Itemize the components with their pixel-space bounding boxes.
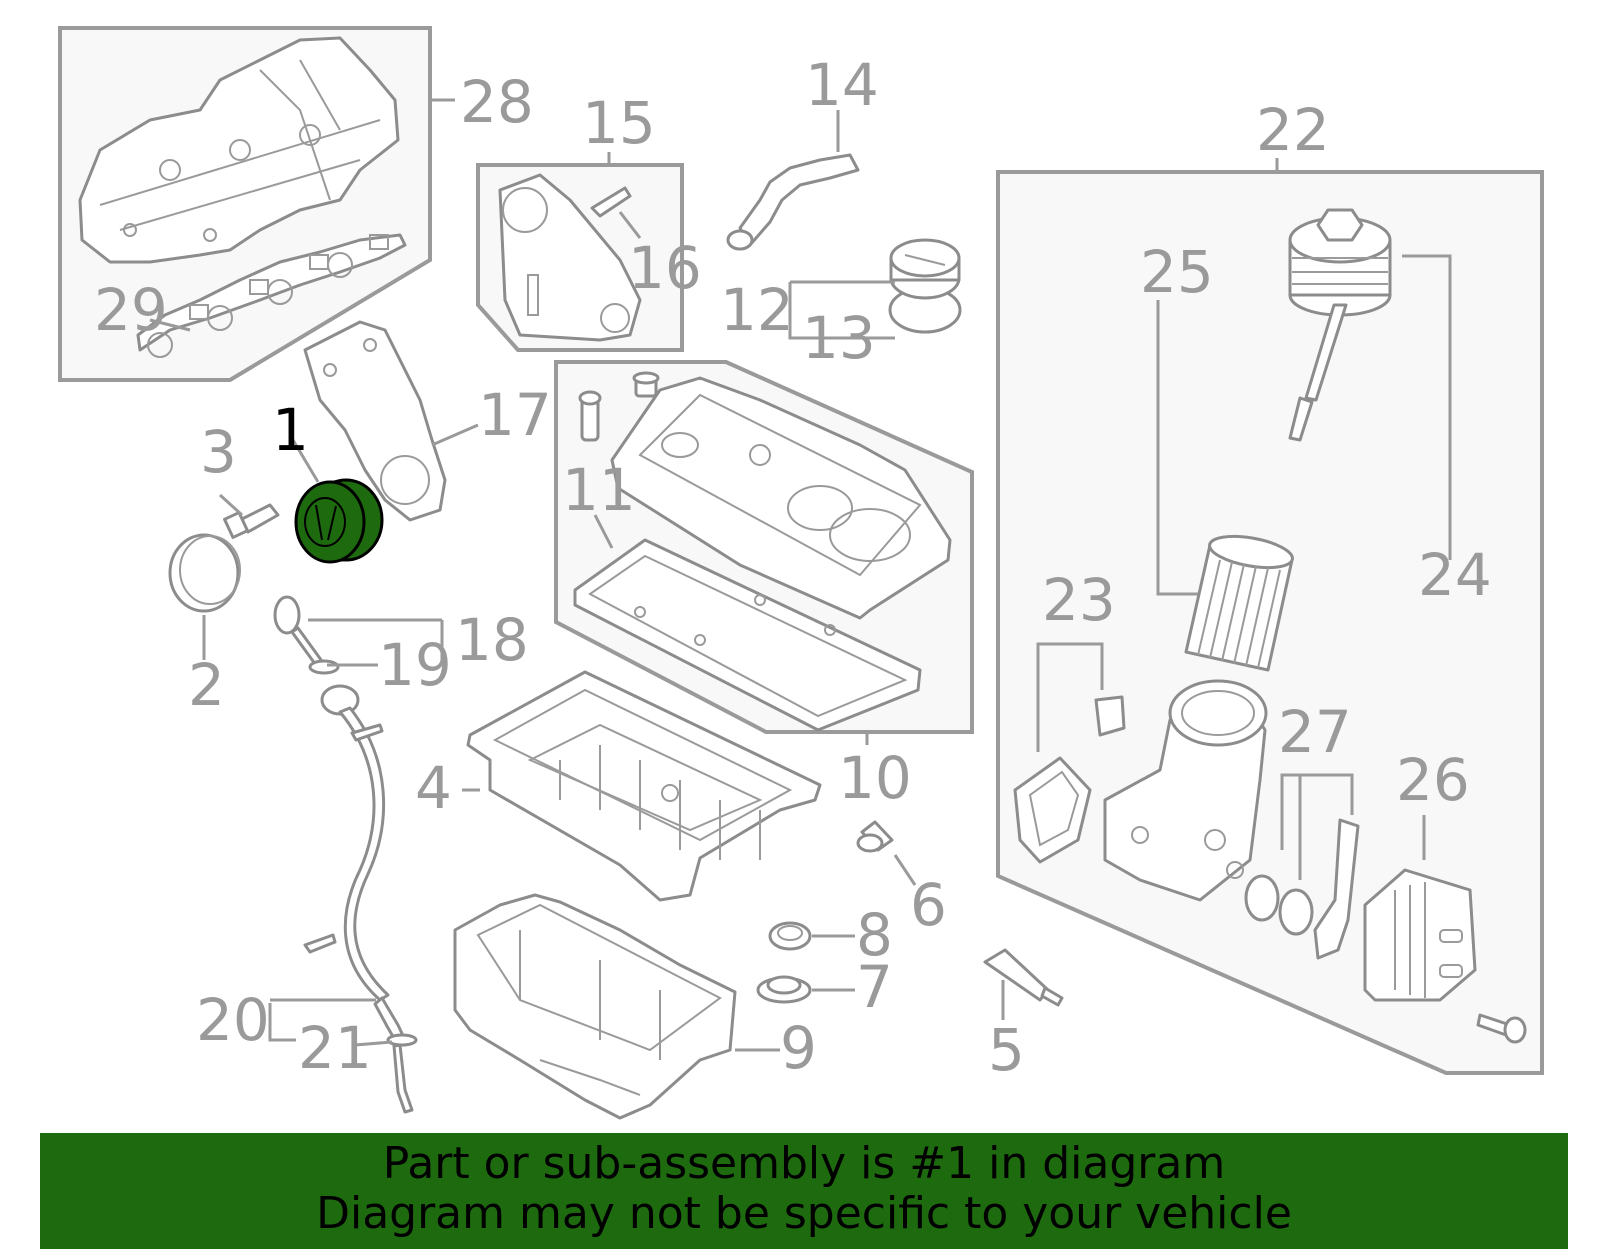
dipstick-tube-part — [273, 595, 418, 1114]
pulley-bolt-part — [223, 503, 280, 539]
callout-15: 15 — [582, 89, 656, 157]
callout-10: 10 — [838, 744, 912, 812]
callout-8: 8 — [856, 901, 893, 969]
callout-22: 22 — [1256, 96, 1330, 164]
callout-16: 16 — [628, 234, 702, 302]
oil-cooler-part — [1363, 868, 1477, 1002]
lower-timing-cover-part — [303, 320, 447, 522]
lower-oil-pan-part — [453, 893, 737, 1120]
oil-level-sensor-part — [756, 975, 812, 1004]
callout-12: 12 — [720, 276, 794, 344]
oil-filter-element-part — [1184, 534, 1294, 672]
callout-29: 29 — [94, 276, 168, 344]
callout-20: 20 — [196, 986, 270, 1054]
callout-28: 28 — [460, 68, 534, 136]
timing-clip-part — [590, 186, 632, 218]
leader-lines — [149, 98, 1452, 1052]
timing-cover-part — [498, 173, 642, 342]
injector-seal-part — [578, 390, 602, 442]
valve-cover-part — [610, 376, 952, 620]
callout-23: 23 — [1042, 566, 1116, 634]
crankshaft-pulley-part — [294, 478, 384, 564]
callout-11: 11 — [562, 456, 636, 524]
callout-19: 19 — [378, 631, 452, 699]
oil-filter-cap-part — [1288, 208, 1392, 442]
callout-17: 17 — [478, 381, 552, 449]
banner-line-1: Part or sub-assembly is #1 in diagram — [382, 1138, 1226, 1189]
callout-6: 6 — [910, 871, 947, 939]
seal-cap-part — [168, 533, 241, 613]
callout-9: 9 — [780, 1014, 817, 1082]
callout-24: 24 — [1418, 541, 1492, 609]
intake-gasket-part — [136, 233, 407, 358]
callout-7: 7 — [856, 953, 893, 1021]
upper-oil-pan-part — [466, 670, 822, 902]
cooler-bolt-part — [1476, 1013, 1527, 1044]
callout-5: 5 — [988, 1016, 1025, 1084]
drain-seal-part — [768, 921, 812, 951]
callout-27: 27 — [1278, 698, 1352, 766]
callout-14: 14 — [805, 51, 879, 119]
valve-cover-plug-part — [632, 371, 660, 398]
callout-26: 26 — [1396, 746, 1470, 814]
callout-13: 13 — [802, 304, 876, 372]
drain-plug-part — [856, 820, 894, 853]
o-ring-seals-part — [1244, 818, 1360, 960]
callout-1: 1 — [272, 396, 309, 464]
oil-filter-housing-part — [1103, 679, 1268, 902]
breather-hose-part — [726, 153, 860, 251]
housing-gasket-part — [1013, 695, 1126, 864]
callout-18: 18 — [455, 606, 529, 674]
intake-manifold-part — [78, 36, 400, 264]
callout-3: 3 — [200, 418, 237, 486]
banner-line-2: Diagram may not be specific to your vehi… — [316, 1188, 1292, 1239]
info-banner: Part or sub-assembly is #1 in diagram Di… — [40, 1133, 1568, 1249]
callout-25: 25 — [1140, 238, 1214, 306]
callout-2: 2 — [188, 651, 225, 719]
sealant-tube-part — [983, 948, 1064, 1007]
oil-filler-cap-part — [888, 238, 962, 334]
valve-cover-gasket-part — [573, 538, 922, 732]
callout-4: 4 — [415, 754, 452, 822]
callout-21: 21 — [298, 1014, 372, 1082]
